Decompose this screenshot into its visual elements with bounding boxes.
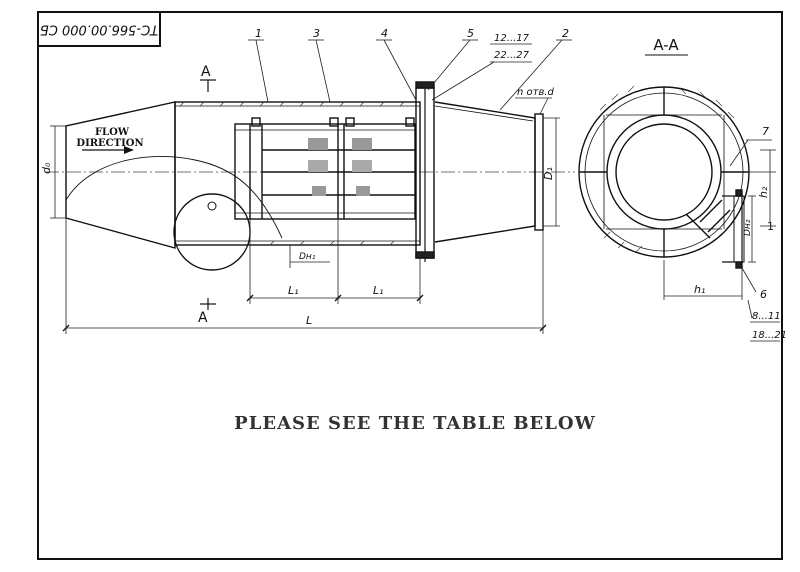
dim-L1-left: L₁ bbox=[288, 284, 299, 297]
dim-D1: D₁ bbox=[542, 167, 555, 180]
dim-h2: h₂ bbox=[757, 186, 770, 198]
table-note: PLEASE SEE THE TABLE BELOW bbox=[234, 413, 596, 434]
section-dims bbox=[663, 139, 780, 342]
part-3: 3 bbox=[313, 27, 320, 40]
part-5: 5 bbox=[467, 27, 474, 40]
side-view bbox=[65, 81, 544, 271]
section-view bbox=[578, 86, 750, 269]
part-18-21: 18...21 bbox=[752, 330, 787, 341]
dim-holes: n отв.d bbox=[517, 87, 555, 98]
part-12-17: 12...17 bbox=[494, 33, 530, 44]
dimension-lines bbox=[50, 117, 560, 334]
section-marker-top: A bbox=[201, 64, 211, 80]
flow-label-line2: DIRECTION bbox=[76, 138, 143, 149]
part-4: 4 bbox=[381, 27, 388, 40]
dim-d0: d₀ bbox=[40, 162, 53, 174]
part-leaders bbox=[248, 39, 572, 111]
part-1: 1 bbox=[255, 27, 262, 40]
dim-one: 1 bbox=[767, 220, 774, 233]
flow-arrow bbox=[82, 146, 134, 154]
flow-label-line1: FLOW bbox=[95, 127, 130, 138]
sheet-frame bbox=[37, 11, 783, 560]
title-stamp-box bbox=[37, 11, 161, 47]
dim-L: L bbox=[306, 314, 312, 327]
part-22-27: 22...27 bbox=[494, 50, 530, 61]
part-8-11: 8...11 bbox=[752, 311, 781, 322]
part-2: 2 bbox=[562, 27, 569, 40]
section-marker-bottom: A bbox=[198, 310, 208, 326]
dim-L1-right: L₁ bbox=[373, 284, 384, 297]
shell-hatching bbox=[179, 101, 405, 246]
holes-leader-down bbox=[539, 97, 549, 115]
section-marker-lines bbox=[200, 79, 216, 310]
part-7: 7 bbox=[762, 125, 769, 138]
dim-Dh1: Dн₁ bbox=[299, 252, 316, 262]
section-title: A-A bbox=[653, 36, 679, 54]
dim-h1: h₁ bbox=[694, 283, 705, 296]
dim-Dh2: Dн₂ bbox=[743, 219, 753, 236]
dimension-ticks bbox=[62, 294, 547, 332]
drawing-code: ТС-566.00.000 СБ bbox=[40, 22, 158, 37]
part-6: 6 bbox=[760, 288, 767, 301]
section-hatch bbox=[599, 85, 735, 253]
